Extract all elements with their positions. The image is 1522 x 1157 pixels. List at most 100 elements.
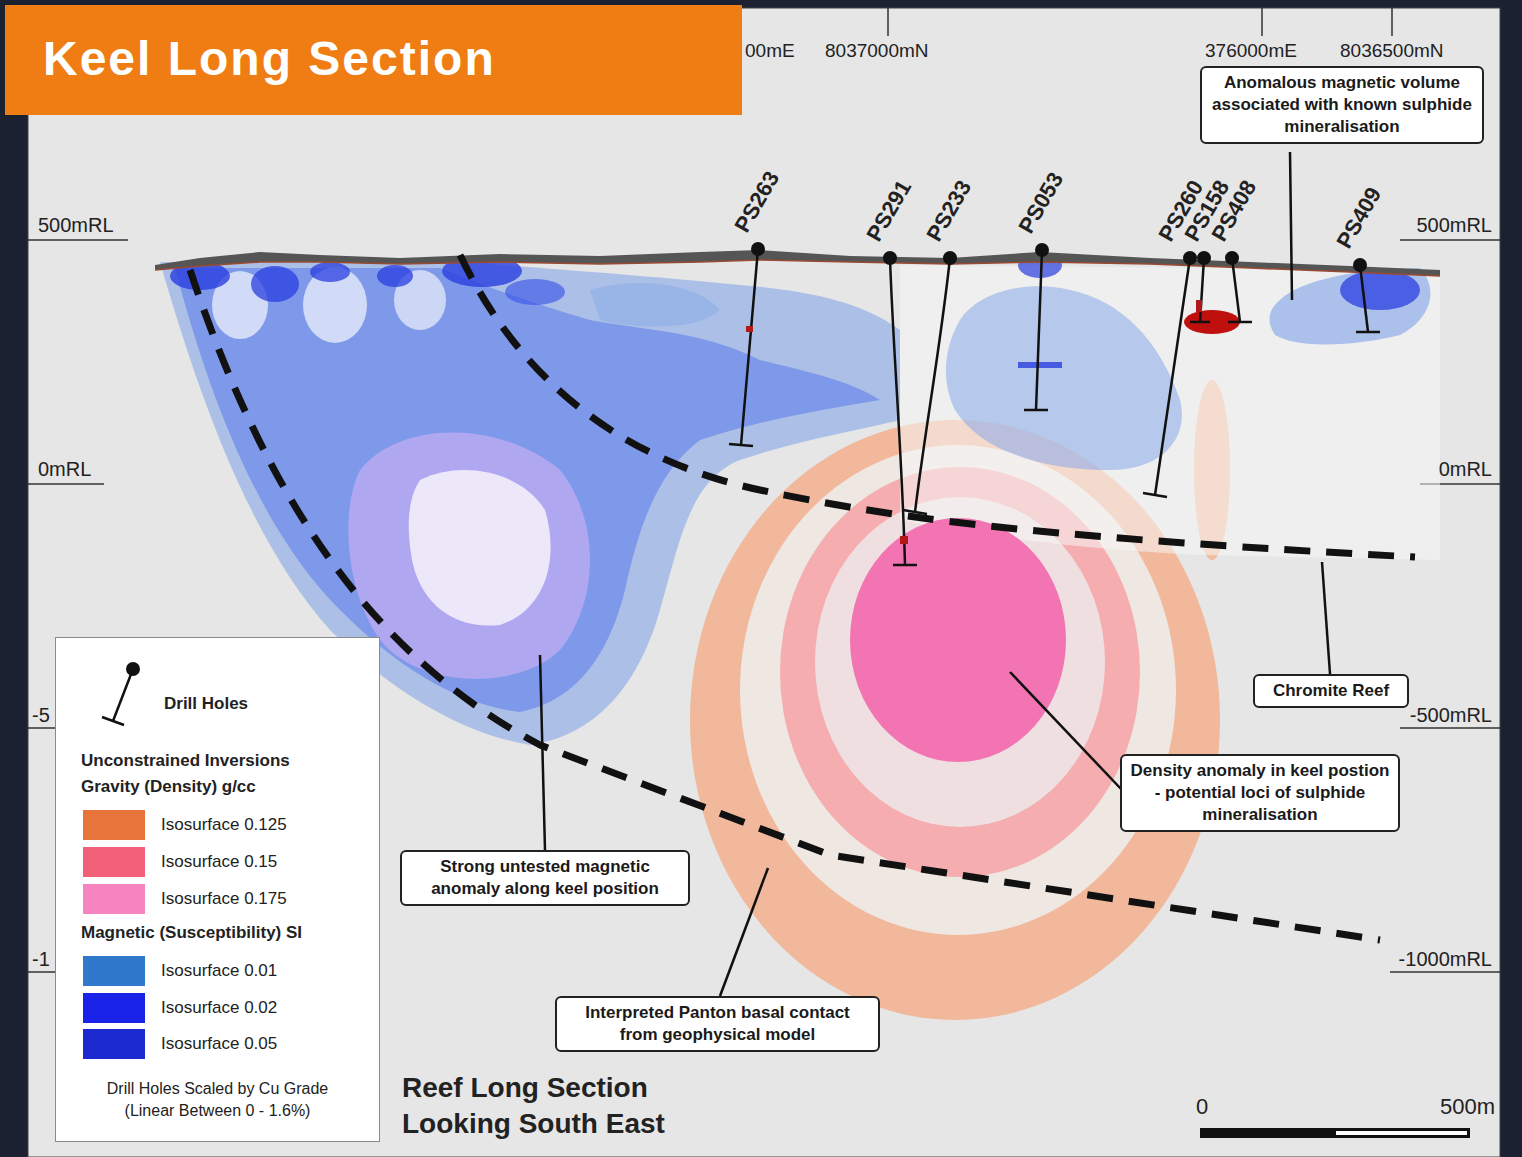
label-wrap: -500mRL (1410, 702, 1492, 728)
drill-collar (883, 251, 897, 265)
drill-hole (890, 258, 905, 565)
drill-hole-end (1190, 321, 1210, 324)
tick (28, 239, 128, 241)
label-wrap: 500mRL (38, 212, 114, 238)
axis-label: 500mRL (38, 212, 114, 238)
legend-item: Unconstrained Inversions (81, 750, 290, 772)
axis-label: -5 (32, 702, 50, 728)
magnetic-isosurface (946, 286, 1182, 470)
label-wrap: PS291 (861, 176, 917, 246)
drill-hole-end (1356, 331, 1380, 334)
magnetic-isosurface (409, 470, 551, 626)
legend-item: Isosurface 0.175 (161, 888, 287, 910)
scale-bar (1200, 1128, 1470, 1138)
cu-grade-mark (900, 536, 908, 544)
cu-grade-marks (746, 300, 1202, 544)
axis-label: 00mE (745, 38, 795, 64)
label-wrap: 500m (1440, 1094, 1495, 1120)
tick (28, 971, 55, 973)
drill-hole-label: PS233 (921, 176, 977, 246)
leader-line (1322, 562, 1330, 674)
drill-hole-symbol-end (102, 717, 124, 725)
chromite-reef-line (460, 255, 1415, 557)
legend-text: Magnetic (Susceptibility) SI (81, 922, 302, 944)
legend-box: Drill HolesUnconstrained InversionsGravi… (55, 637, 380, 1142)
axis-label: -1 (32, 946, 50, 972)
caption-text: Reef Long Section Looking South East (402, 1070, 742, 1142)
callout-box: Chromite Reef (1253, 674, 1409, 708)
legend-item: Isosurface 0.15 (161, 851, 277, 873)
drill-collar (1225, 251, 1239, 265)
callout-box: Strong untested magnetic anomaly along k… (400, 850, 690, 906)
ground-surface (155, 250, 1440, 276)
drill-hole-label: PS291 (861, 176, 917, 246)
magnetic-isosurface (505, 279, 565, 305)
legend-swatch (83, 810, 145, 840)
label-wrap: 376000mE (1205, 38, 1297, 64)
surface-line (155, 260, 1440, 276)
label-wrap: PS409 (1331, 183, 1387, 253)
drill-collar (1183, 251, 1197, 265)
leader-line (720, 868, 768, 996)
leader-line (1010, 672, 1122, 790)
scale-bar-fill (1200, 1128, 1470, 1138)
section-block (900, 265, 1440, 560)
tick (1261, 8, 1263, 36)
drill-hole-end (893, 564, 917, 567)
axis-label: 8036500mN (1340, 38, 1444, 64)
axis-label: -500mRL (1410, 702, 1492, 728)
axis-label: -1000mRL (1399, 946, 1492, 972)
label-wrap: 00mE (745, 38, 795, 64)
drill-hole-end (1143, 493, 1167, 497)
drill-hole-symbol (56, 638, 379, 738)
drill-hole (741, 249, 758, 445)
drill-hole-end (729, 444, 753, 446)
gravity-isosurface (815, 497, 1105, 827)
label-wrap: 8037000mN (825, 38, 929, 64)
drill-hole-label: PS053 (1013, 168, 1069, 238)
drill-hole-end (903, 510, 927, 514)
drill-hole-end (1228, 321, 1252, 324)
tick (887, 8, 889, 36)
tick (1400, 727, 1500, 729)
magnetic-isosurfaces (946, 252, 1430, 470)
label-wrap: 0mRL (38, 456, 91, 482)
label-wrap: -5 (32, 702, 50, 728)
scale-bar-segment (1336, 1131, 1467, 1135)
drill-collars (751, 242, 1367, 272)
drill-hole (1360, 265, 1368, 332)
axis-label: 376000mE (1205, 38, 1297, 64)
drill-hole-label: PS263 (729, 167, 785, 237)
drill-holes (729, 249, 1380, 565)
axis-label: 0mRL (38, 456, 91, 482)
drill-hole (915, 258, 950, 512)
legend-text: Isosurface 0.01 (161, 960, 277, 982)
callout-text: Chromite Reef (1263, 680, 1399, 702)
axis-label: 8037000mN (825, 38, 929, 64)
legend-item: Isosurface 0.125 (161, 814, 287, 836)
title-text: Keel Long Section (5, 5, 742, 86)
legend-text: Drill Holes (164, 693, 248, 715)
cu-grade-mark (1196, 300, 1202, 312)
section-panel (28, 8, 1500, 1157)
legend-text: Isosurface 0.175 (161, 888, 287, 910)
drill-hole-label: PS409 (1331, 183, 1387, 253)
legend-text: Isosurface 0.15 (161, 851, 277, 873)
legend-swatch (83, 847, 145, 877)
density-anomaly (850, 518, 1066, 762)
legend-text: Gravity (Density) g/cc (81, 776, 256, 798)
drill-hole-symbol-line (113, 669, 133, 721)
callout-box: Density anomaly in keel postion - potent… (1120, 754, 1400, 832)
magnetic-isosurface (310, 262, 350, 282)
drill-hole (1200, 258, 1204, 322)
legend-text: Isosurface 0.02 (161, 997, 277, 1019)
legend-item: Isosurface 0.02 (161, 997, 277, 1019)
legend-item: Magnetic (Susceptibility) SI (81, 922, 302, 944)
legend-swatch (83, 884, 145, 914)
drill-collar (1035, 243, 1049, 257)
magnetic-isosurface (1340, 270, 1420, 310)
legend-swatch (83, 993, 145, 1023)
callout-text: Interpreted Panton basal contact from ge… (565, 1002, 870, 1046)
legend-text: Isosurface 0.05 (161, 1033, 277, 1055)
